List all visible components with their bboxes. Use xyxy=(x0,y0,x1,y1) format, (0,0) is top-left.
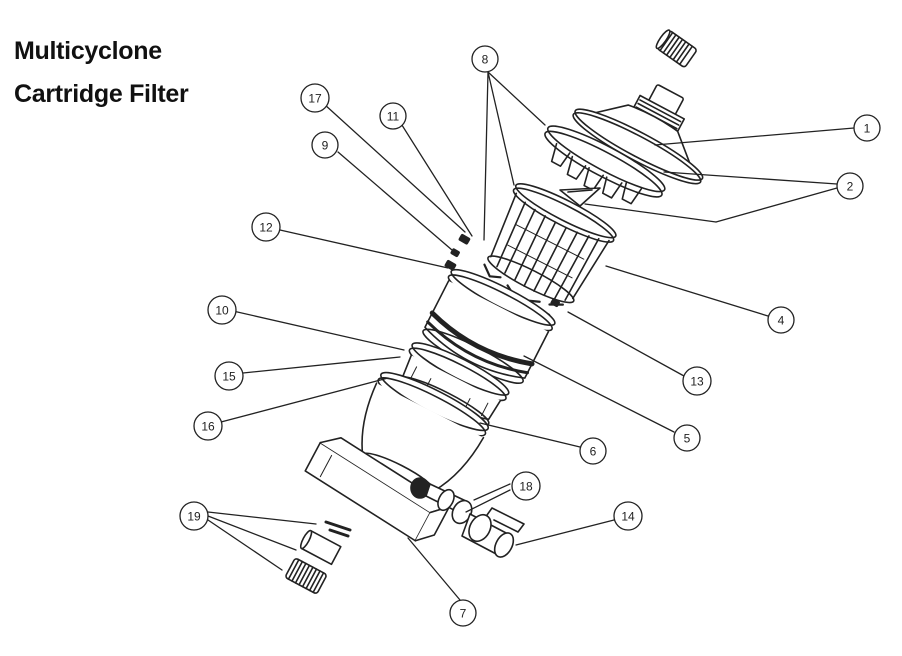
callout-12: 12 xyxy=(251,212,281,242)
svg-text:1: 1 xyxy=(864,122,871,136)
upper-housing xyxy=(422,268,556,384)
svg-text:6: 6 xyxy=(590,445,597,459)
svg-text:2: 2 xyxy=(847,180,854,194)
svg-text:5: 5 xyxy=(684,432,691,446)
callout-19: 19 xyxy=(179,501,209,531)
callout-1: 1 xyxy=(853,114,881,142)
callout-18: 18 xyxy=(511,471,541,501)
svg-text:18: 18 xyxy=(519,480,533,494)
svg-text:12: 12 xyxy=(259,221,273,235)
callout-6: 6 xyxy=(579,437,607,465)
svg-text:16: 16 xyxy=(201,420,215,434)
callout-5: 5 xyxy=(673,424,701,452)
cyclone-cartridge xyxy=(483,182,617,306)
callout-7: 7 xyxy=(449,599,477,627)
callout-16: 16 xyxy=(193,411,223,441)
distributor-ring xyxy=(544,125,666,205)
leader-lines xyxy=(207,71,855,601)
callout-15: 15 xyxy=(214,361,244,391)
diagram-title: Multicyclone Cartridge Filter xyxy=(14,30,214,116)
drain-valve xyxy=(410,477,525,558)
callout-9: 9 xyxy=(311,131,339,159)
svg-text:8: 8 xyxy=(482,53,489,67)
callout-4: 4 xyxy=(767,306,795,334)
filter-lid xyxy=(572,84,704,185)
svg-text:17: 17 xyxy=(308,92,322,106)
cone-deflector xyxy=(559,187,601,207)
callout-13: 13 xyxy=(682,366,712,396)
svg-text:4: 4 xyxy=(778,314,785,328)
callout-8: 8 xyxy=(471,45,499,73)
top-knurled-cap xyxy=(655,29,697,68)
callout-17: 17 xyxy=(300,83,330,113)
callout-10: 10 xyxy=(207,295,237,325)
svg-text:10: 10 xyxy=(215,304,229,318)
svg-text:19: 19 xyxy=(187,510,201,524)
title-line-1: Multicyclone xyxy=(14,37,162,65)
title-line-2: Cartridge Filter xyxy=(14,80,189,108)
svg-text:11: 11 xyxy=(387,110,400,124)
svg-text:15: 15 xyxy=(222,370,236,384)
callout-labels: 1 2 4 5 6 7 8 9 10 11 12 13 14 15 16 17 … xyxy=(179,45,881,627)
svg-text:7: 7 xyxy=(460,607,467,621)
lower-fittings xyxy=(285,520,352,594)
svg-text:14: 14 xyxy=(621,510,635,524)
callout-14: 14 xyxy=(613,501,643,531)
callout-11: 11 xyxy=(379,102,407,130)
svg-text:13: 13 xyxy=(690,375,704,389)
svg-text:9: 9 xyxy=(322,139,329,153)
callout-2: 2 xyxy=(836,172,864,200)
